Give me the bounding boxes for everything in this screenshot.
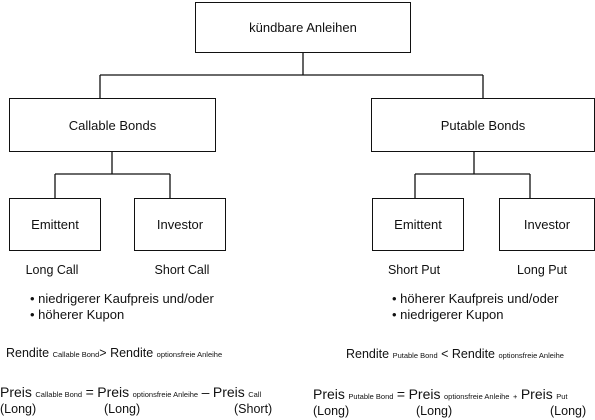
- root-label: kündbare Anleihen: [249, 20, 357, 35]
- putable-bullet-2: • niedrigerer Kupon: [392, 307, 504, 322]
- root-box: kündbare Anleihen: [195, 2, 411, 53]
- putable-yield-sub-2: optionsfreie Anleihe: [498, 351, 564, 360]
- callable-price-preis-3: Preis: [212, 384, 245, 400]
- callable-price-equals: =: [85, 384, 94, 400]
- putable-price-preis-1: Preis: [313, 386, 345, 402]
- callable-bonds-label: Callable Bonds: [68, 117, 157, 133]
- putable-investor-label: Investor: [523, 217, 571, 232]
- callable-yield-formula: Rendite Callable Bond> Rendite optionsfr…: [6, 346, 222, 360]
- callable-bonds-box: Callable Bonds: [9, 98, 216, 152]
- putable-emittent-box: Emittent: [372, 198, 464, 251]
- putable-bonds-label: Putable Bonds: [440, 117, 526, 133]
- putable-investor-box: Investor: [499, 198, 595, 251]
- putable-bonds-box: Putable Bonds: [371, 98, 595, 152]
- putable-price-role-2: (Long): [416, 404, 453, 418]
- callable-emittent-label: Emittent: [31, 217, 79, 232]
- putable-yield-rendite-1: Rendite: [346, 347, 390, 361]
- callable-yield-operator: >: [99, 346, 107, 360]
- putable-yield-sub-1: Putable Bond: [392, 351, 438, 360]
- callable-investor-box: Investor: [134, 198, 226, 251]
- callable-yield-rendite-1: Rendite: [6, 346, 50, 360]
- callable-price-sub-1: Callable Bond: [35, 390, 83, 399]
- putable-yield-rendite-2: Rendite: [451, 347, 495, 361]
- putable-price-sub-2: optionsfreie Anleihe: [443, 392, 510, 401]
- callable-investor-label: Investor: [156, 217, 204, 232]
- putable-price-formula: Preis Putable Bond = Preis optionsfreie …: [313, 386, 567, 402]
- callable-price-operator: –: [201, 384, 210, 400]
- putable-price-sub-3: Put: [556, 392, 568, 401]
- callable-emittent-position: Long Call: [25, 263, 79, 277]
- putable-price-sub-1: Putable Bond: [348, 392, 394, 401]
- putable-price-role-3: (Long): [550, 404, 587, 418]
- putable-price-operator: +: [512, 392, 518, 401]
- callable-price-sub-2: optionsfreie Anleihe: [132, 390, 199, 399]
- callable-price-role-3: (Short): [234, 402, 273, 416]
- putable-investor-position: Long Put: [516, 263, 568, 277]
- callable-price-sub-3: Call: [248, 390, 262, 399]
- callable-price-preis-2: Preis: [97, 384, 130, 400]
- callable-price-role-2: (Long): [104, 402, 141, 416]
- putable-price-equals: =: [396, 386, 406, 402]
- putable-emittent-position: Short Put: [387, 263, 441, 277]
- callable-emittent-box: Emittent: [9, 198, 101, 251]
- putable-yield-formula: Rendite Putable Bond < Rendite optionsfr…: [346, 347, 564, 361]
- putable-price-preis-2: Preis: [408, 386, 441, 402]
- putable-price-preis-3: Preis: [520, 386, 553, 402]
- callable-yield-rendite-2: Rendite: [110, 346, 154, 360]
- putable-yield-operator: <: [441, 347, 449, 361]
- callable-investor-position: Short Call: [154, 263, 210, 277]
- callable-yield-sub-2: optionsfreie Anleihe: [156, 350, 223, 359]
- putable-emittent-label: Emittent: [394, 217, 442, 232]
- callable-price-formula: Preis Callable Bond = Preis optionsfreie…: [0, 384, 261, 400]
- callable-price-role-1: (Long): [0, 402, 37, 416]
- callable-yield-sub-1: Callable Bond: [52, 350, 100, 359]
- callable-bullet-1: • niedrigerer Kaufpreis und/oder: [30, 291, 214, 306]
- putable-bullet-1: • höherer Kaufpreis und/oder: [392, 291, 559, 306]
- callable-bullet-2: • höherer Kupon: [30, 307, 125, 322]
- callable-price-preis-1: Preis: [0, 384, 32, 400]
- putable-price-role-1: (Long): [313, 404, 350, 418]
